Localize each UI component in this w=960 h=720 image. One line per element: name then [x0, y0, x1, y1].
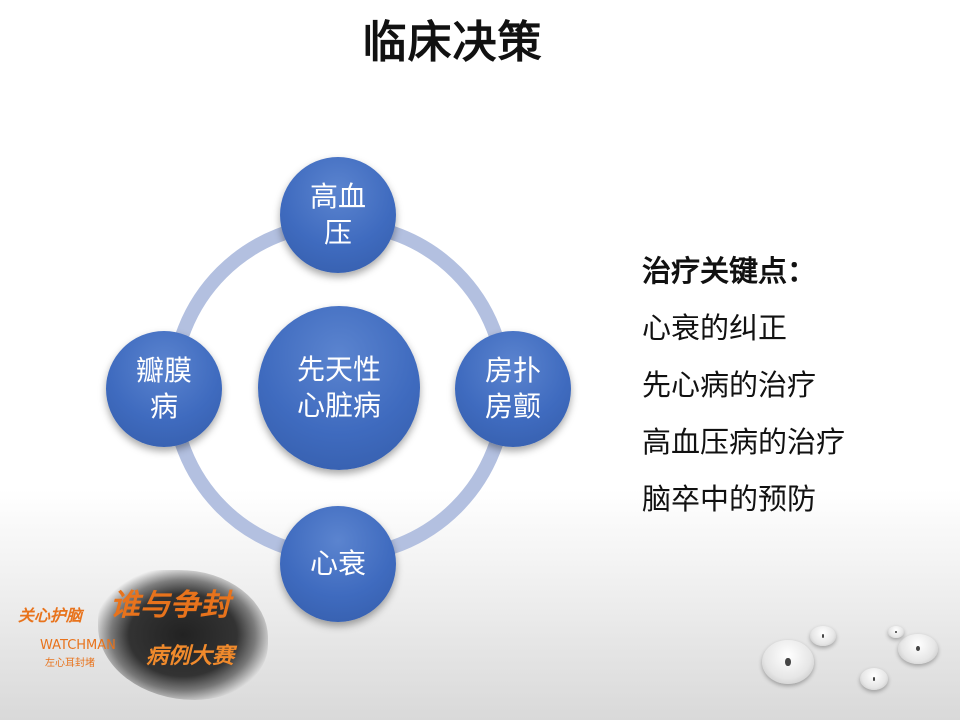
key-point-item: 心衰的纠正: [642, 311, 788, 345]
key-point-item: 先心病的治疗: [642, 368, 817, 402]
node-congenital-heart-disease: 先天性 心脏病: [258, 306, 420, 470]
logo-text: WATCHMAN: [40, 638, 116, 653]
logo-text: 左心耳封堵: [45, 658, 95, 669]
ink-splash: [98, 570, 268, 700]
node-atrial-flutter-fibrillation: 房扑 房颤: [455, 331, 571, 447]
node-af-label: 房扑 房颤: [484, 354, 541, 423]
occluder-devices-image: [740, 610, 960, 720]
key-points-heading: 治疗关键点：: [642, 254, 817, 288]
logo-text: 关心护脑: [18, 606, 83, 625]
node-heart-failure: 心衰: [280, 506, 396, 622]
device-image: [860, 668, 888, 690]
key-points: 治疗关键点： 心衰的纠正 先心病的治疗 高血压病的治疗 脑卒中的预防: [642, 248, 845, 533]
node-hypertension-label: 高血 压: [309, 180, 366, 249]
device-image: [888, 626, 904, 638]
node-heart-failure-label: 心衰: [309, 547, 366, 580]
device-image: [898, 634, 938, 664]
device-image: [810, 626, 836, 646]
key-point-item: 脑卒中的预防: [642, 482, 817, 516]
logo-text: 病例大赛: [146, 644, 235, 669]
node-center-label: 先天性 心脏病: [296, 353, 381, 422]
logo-text: 谁与争封: [110, 588, 230, 623]
device-image: [762, 640, 814, 684]
node-valvular-disease: 瓣膜 病: [106, 331, 222, 447]
page-title: 临床决策: [362, 17, 543, 68]
key-point-item: 高血压病的治疗: [642, 425, 846, 459]
node-valvular-disease-label: 瓣膜 病: [135, 354, 192, 423]
event-logo: 关心护脑 谁与争封 WATCHMAN 左心耳封堵 病例大赛: [18, 560, 268, 710]
node-hypertension: 高血 压: [280, 157, 396, 273]
